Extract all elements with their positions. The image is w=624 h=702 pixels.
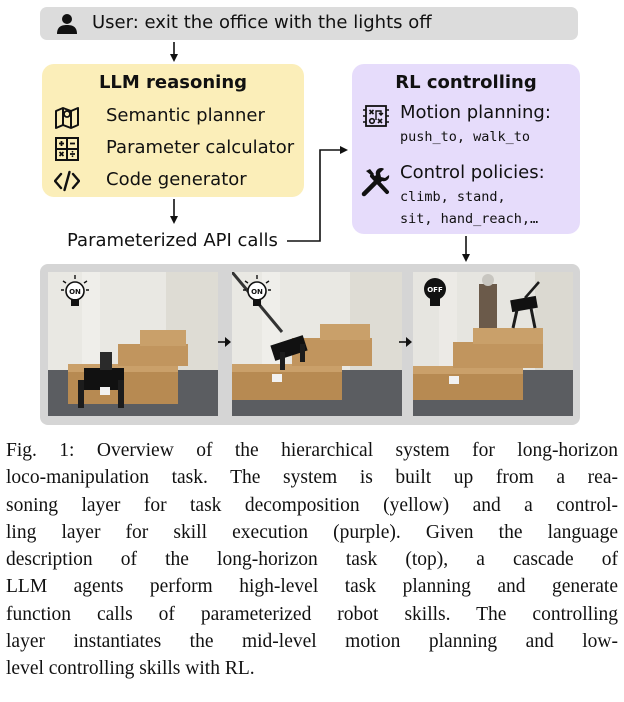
user-instruction-text: User: exit the office with the lights of… — [92, 12, 432, 33]
light-bulb-off-icon: OFF — [424, 278, 446, 306]
api-calls-label: Parameterized API calls — [67, 230, 278, 251]
photo-robot-approach — [48, 272, 218, 416]
caption-line: layer instantiates the mid-level motion … — [6, 631, 618, 653]
light-bulb-on-icon: ON — [61, 275, 89, 306]
llm-item-label: Code generator — [106, 169, 247, 190]
llm-item-parameter-calculator: Parameter calculator — [54, 136, 304, 162]
light-status-badge: ON — [251, 288, 263, 296]
light-status-badge: ON — [69, 288, 81, 296]
code-icon — [54, 170, 80, 192]
planning-icon — [363, 105, 389, 127]
rl-controlling-box: RL controlling Motion planning: push_to,… — [352, 64, 580, 234]
control-policies-label: Control policies: — [400, 162, 545, 183]
figure-caption: Fig. 1: Overview of the hierarchical sys… — [6, 437, 618, 683]
sequence-arrow-icon — [218, 337, 231, 347]
llm-reasoning-title: LLM reasoning — [98, 72, 248, 93]
control-policies-skills-line1: climb, stand, — [400, 189, 506, 205]
motion-planning-skills: push_to, walk_to — [400, 129, 531, 145]
caption-line: loco-manipulation task. The system is bu… — [6, 467, 618, 489]
user-instruction-bar: User: exit the office with the lights of… — [40, 7, 578, 40]
llm-item-label: Semantic planner — [106, 105, 265, 126]
motion-planning-label: Motion planning: — [400, 102, 551, 123]
tools-icon — [361, 168, 390, 197]
photo-robot-climb — [232, 272, 402, 416]
caption-line: description of the long-horizon task (to… — [6, 549, 618, 571]
caption-line: level controlling skills with RL. — [6, 658, 255, 680]
caption-line: LLM agents perform high-level task plann… — [6, 576, 618, 598]
light-bulb-on-icon: ON — [243, 275, 271, 306]
robot-execution-photos: ON ON — [40, 264, 580, 425]
control-policies-skills-line2: sit, hand_reach,… — [400, 211, 539, 227]
caption-line: ling layer for skill execution (purple).… — [6, 521, 618, 543]
caption-line: soning layer for task decomposition (yel… — [6, 494, 618, 516]
llm-item-semantic-planner: Semantic planner — [54, 104, 304, 130]
llm-item-code-generator: Code generator — [54, 168, 304, 194]
llm-item-label: Parameter calculator — [106, 137, 295, 158]
calculator-icon — [55, 137, 79, 161]
user-icon — [57, 14, 77, 34]
llm-reasoning-box: LLM reasoning Semantic planner Parameter… — [42, 64, 304, 197]
caption-line: function calls of parameterized robot sk… — [6, 603, 618, 625]
sequence-arrow-icon — [399, 337, 412, 347]
caption-line: Fig. 1: Overview of the hierarchical sys… — [6, 440, 618, 461]
rl-controlling-title: RL controlling — [395, 72, 537, 93]
map-icon — [55, 107, 79, 129]
light-status-badge: OFF — [427, 286, 443, 294]
